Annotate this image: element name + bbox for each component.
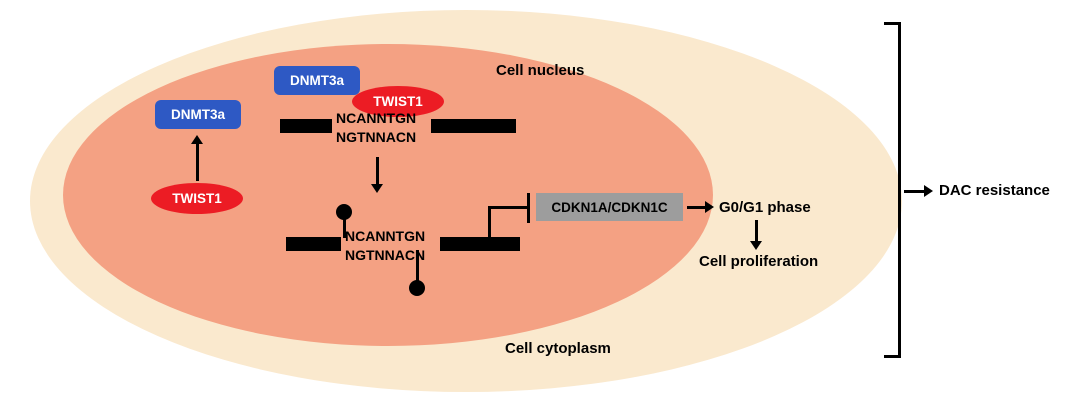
inhibition-tbar-icon [488,193,530,238]
dac-resistance-label: DAC resistance [939,182,1050,199]
dna-top-strand: NCANNTGN [336,110,417,126]
arrow-right-icon [687,200,714,214]
cdkn-node: CDKN1A/CDKN1C [536,193,683,221]
arrow-up-icon [190,135,204,181]
dna-sequence-methylated: NCANNTGN NGTNNACN [345,227,425,265]
g0-g1-phase-label: G0/G1 phase [719,199,811,216]
dna-bar-left-upper [280,119,332,133]
arrow-down-icon [370,157,384,193]
twist1-node-left: TWIST1 [151,183,243,214]
cell-nucleus-label: Cell nucleus [496,62,585,79]
dnmt3a-node-left: DNMT3a [155,100,241,129]
dna-bar-right-upper [431,119,516,133]
dna-bottom-strand: NGTNNACN [345,247,426,263]
summary-bracket [884,22,901,358]
arrow-down-icon [749,220,763,250]
dna-bar-right-lower [440,237,520,251]
dna-top-strand: NCANNTGN [345,228,426,244]
cell-cytoplasm-label: Cell cytoplasm [505,340,611,357]
arrow-right-icon [904,184,933,198]
cell-proliferation-label: Cell proliferation [699,253,819,270]
methyl-mark-icon-top [336,204,352,238]
twist1-node-top: TWIST1 [352,86,444,117]
methyl-mark-icon-bottom [409,250,425,296]
dna-bar-left-lower [286,237,341,251]
dna-bottom-strand: NGTNNACN [336,129,417,145]
dnmt3a-node-top: DNMT3a [274,66,360,95]
dna-sequence-unmethylated: NCANNTGN NGTNNACN [336,109,416,147]
